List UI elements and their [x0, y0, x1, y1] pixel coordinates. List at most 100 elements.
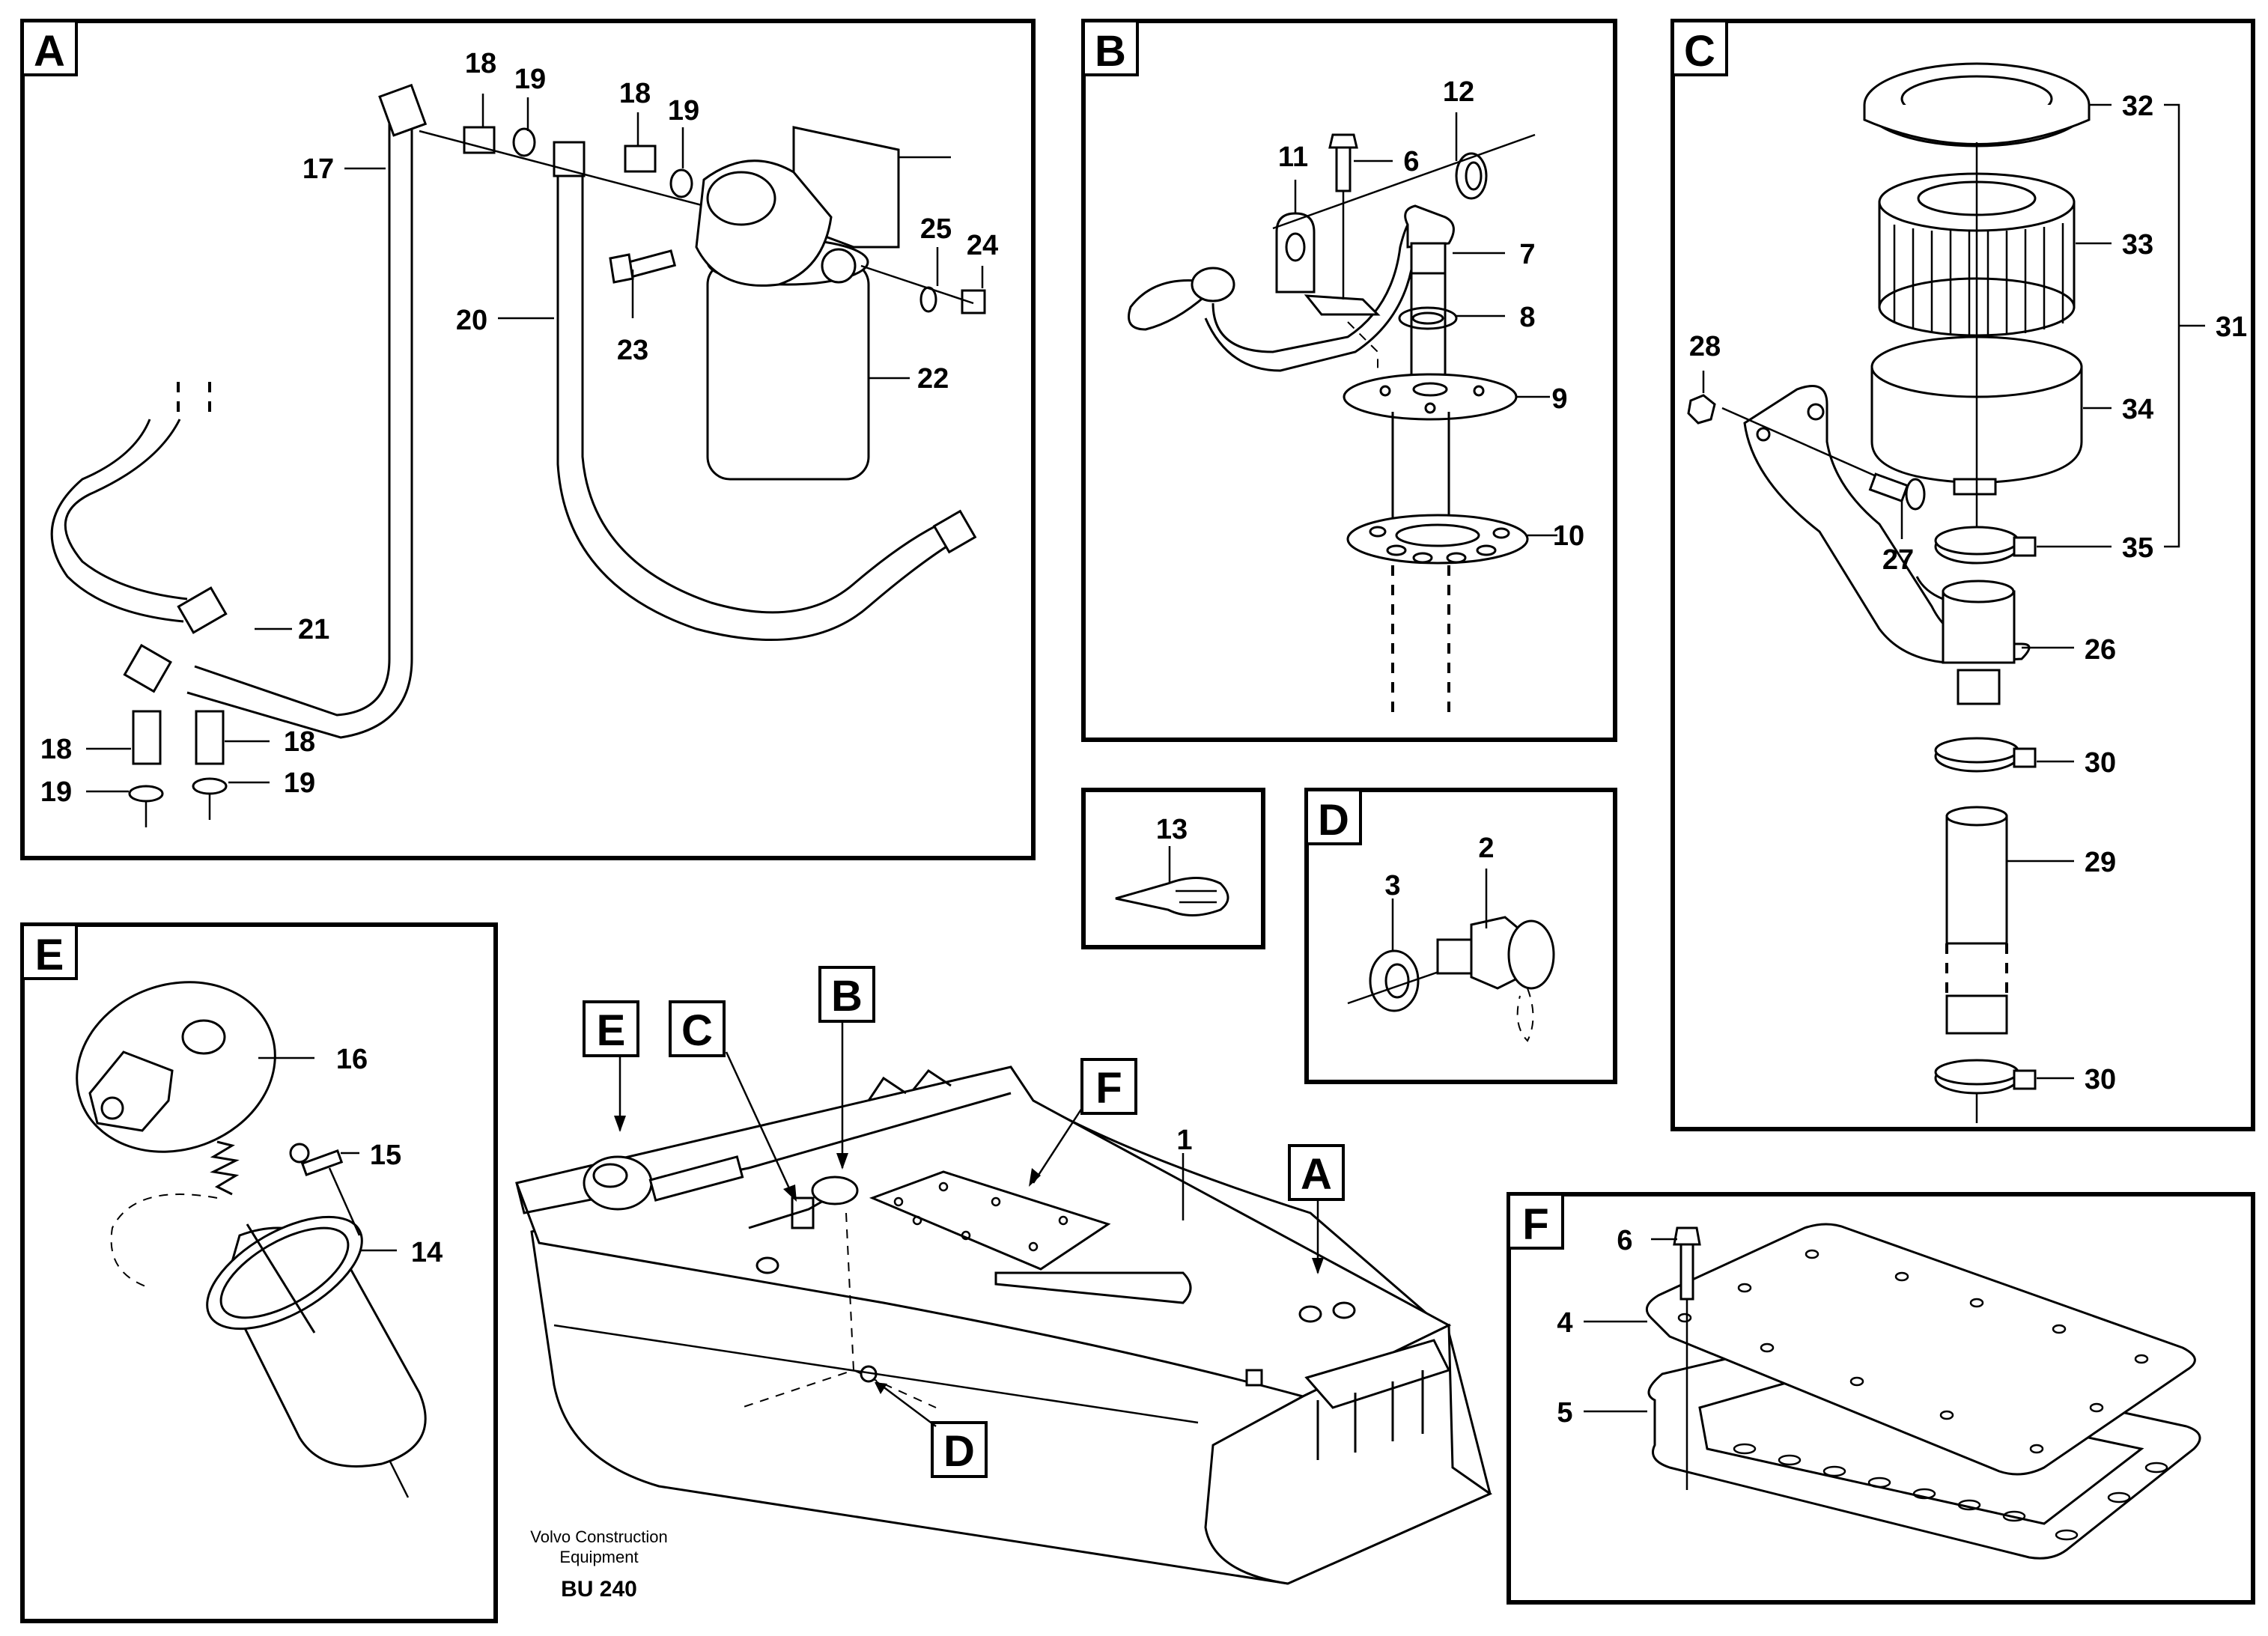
callout-13: 13 [1156, 814, 1188, 845]
callout-33: 33 [2122, 229, 2153, 261]
bolt-6 [1335, 145, 1352, 192]
callout-23: 23 [617, 335, 648, 366]
callout-2: 2 [1478, 833, 1494, 864]
panel-e: E 16 15 14 [20, 922, 498, 1623]
hose-29 [1945, 815, 2008, 945]
callout-17: 17 [302, 153, 334, 185]
callout-11: 11 [1278, 142, 1308, 173]
callout-32: 32 [2122, 91, 2153, 122]
callout-19-a: 19 [514, 64, 546, 95]
tank-handle [994, 1271, 1192, 1304]
callout-20: 20 [456, 305, 487, 336]
callout-4: 4 [1557, 1307, 1572, 1339]
callout-30-upper: 30 [2085, 747, 2116, 779]
panel-b: B [1081, 19, 1617, 742]
hose-end-fitting [932, 509, 977, 554]
nipple-18-low-a [132, 710, 162, 765]
callout-6-f: 6 [1617, 1225, 1632, 1256]
bolt-6-f [1679, 1241, 1694, 1301]
cover-4 [1645, 1223, 2196, 1476]
callout-22: 22 [917, 363, 949, 395]
panel-b-letter: B [1095, 27, 1126, 76]
callout-10: 10 [1553, 520, 1584, 552]
panel-a-letter: A [34, 27, 65, 76]
panel-f-letter: F [1522, 1200, 1548, 1249]
callout-29: 29 [2085, 847, 2116, 878]
washer-19-top-a [512, 127, 536, 157]
washer-19-low-a [128, 785, 164, 803]
callout-30-lower: 30 [2085, 1064, 2116, 1095]
callout-27: 27 [1882, 544, 1914, 576]
cap-2 [1507, 919, 1555, 990]
callout-18-d: 18 [284, 726, 315, 758]
panel-e-letter: E [35, 931, 64, 979]
footer: Volvo Construction Equipment BU 240 [530, 1527, 667, 1602]
panel-f: F [1507, 1192, 2255, 1605]
rear-bracket [1304, 1339, 1451, 1409]
cable-plug [1191, 267, 1235, 302]
nipple-18-low-b [195, 710, 225, 765]
marker-c: C [681, 1006, 713, 1055]
footer-code: BU 240 [561, 1577, 637, 1602]
hose-upper-left [64, 419, 188, 600]
fuel-filter-22 [706, 261, 870, 481]
cap-chain [1516, 988, 1534, 1042]
footer-company-line2: Equipment [559, 1548, 638, 1566]
screw-15 [300, 1149, 344, 1176]
callout-19-c: 19 [40, 776, 72, 808]
callout-28: 28 [1689, 331, 1721, 362]
callout-8: 8 [1519, 302, 1535, 333]
washer-19-low-b [192, 777, 228, 795]
panel-cable-tie: 13 [1081, 788, 1265, 949]
marker-f: F [1095, 1064, 1122, 1113]
hose-17 [194, 120, 391, 717]
callout-34: 34 [2122, 394, 2153, 425]
bracket-26 [1743, 385, 2031, 664]
callout-18-a: 18 [465, 48, 496, 79]
callout-31: 31 [2216, 311, 2247, 343]
panel-a: A [20, 19, 1036, 860]
callout-18-b: 18 [619, 78, 651, 109]
callout-35: 35 [2122, 532, 2153, 564]
elbow-fitting-21 [177, 586, 228, 634]
callout-15: 15 [370, 1140, 401, 1171]
callout-21: 21 [298, 614, 329, 645]
callout-7: 7 [1519, 239, 1535, 270]
callout-3: 3 [1384, 870, 1400, 901]
panel-d-letter: D [1318, 796, 1349, 845]
washer-19-top-b [669, 168, 693, 198]
plug-24 [961, 289, 986, 314]
hose-20 [556, 172, 959, 642]
nipple-18-top-b [624, 145, 657, 173]
cap-spring [210, 1140, 240, 1196]
callout-5: 5 [1557, 1397, 1572, 1429]
footer-company-line1: Volvo Construction [530, 1527, 667, 1546]
access-cover [869, 1170, 1111, 1271]
elbow-fitting-top [378, 83, 428, 137]
marker-d: D [943, 1427, 975, 1476]
cap-chain-e [110, 1193, 218, 1289]
bolt-27 [1868, 472, 1909, 503]
sender-head-7 [1404, 204, 1455, 249]
callout-12: 12 [1443, 76, 1474, 108]
callout-19-d: 19 [284, 767, 315, 799]
panel-d: D 3 2 [1304, 788, 1617, 1084]
cable-tie-13 [1115, 877, 1229, 916]
callout-26: 26 [2085, 634, 2116, 666]
nipple-2 [1436, 938, 1477, 975]
callout-9: 9 [1551, 383, 1567, 415]
callout-14: 14 [411, 1237, 443, 1268]
marker-a: A [1301, 1150, 1332, 1199]
callout-18-c: 18 [40, 734, 72, 765]
washer-25 [919, 286, 937, 313]
callout-19-b: 19 [668, 95, 699, 127]
panel-c: C [1670, 19, 2255, 1131]
callout-6-b: 6 [1403, 146, 1419, 177]
sender-cable [1128, 279, 1206, 331]
nut-28 [1687, 394, 1716, 425]
callout-24: 24 [967, 230, 998, 261]
marker-b: B [831, 972, 863, 1021]
fuel-tank-main: E C B F A D 1 [514, 966, 1493, 1585]
